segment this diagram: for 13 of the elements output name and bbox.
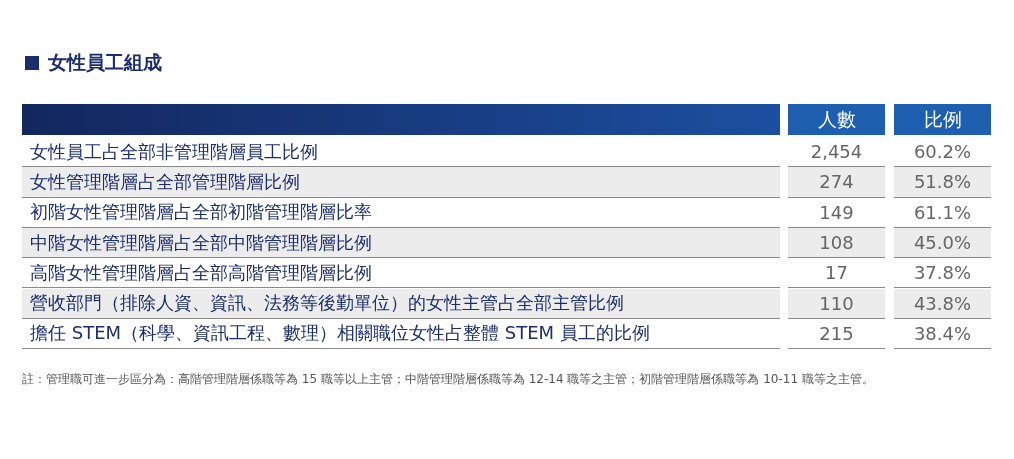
footnote: 註：管理職可進一步區分為：高階管理階層係職等為 15 職等以上主管；中階管理階層係職等為 12-14 職等之主管；初階管理階層係職等為 10-11 職等之主管。 [22, 371, 875, 388]
row-label: 女性管理階層占全部管理階層比例 [22, 167, 780, 198]
percent-value: 43.8% [894, 288, 991, 319]
percent-value: 51.8% [894, 167, 991, 198]
count-value: 110 [788, 288, 885, 319]
section-title: 女性員工組成 [48, 50, 162, 75]
column-header: 比例 [894, 104, 991, 135]
count-value: 108 [788, 227, 885, 259]
percent-value: 45.0% [894, 227, 991, 259]
row-label: 營收部門（排除人資、資訊、法務等後勤單位）的女性主管占全部主管比例 [22, 288, 780, 319]
row-label: 中階女性管理階層占全部中階管理階層比例 [22, 227, 780, 259]
column-header: 人數 [788, 104, 885, 135]
count-value: 274 [788, 167, 885, 198]
